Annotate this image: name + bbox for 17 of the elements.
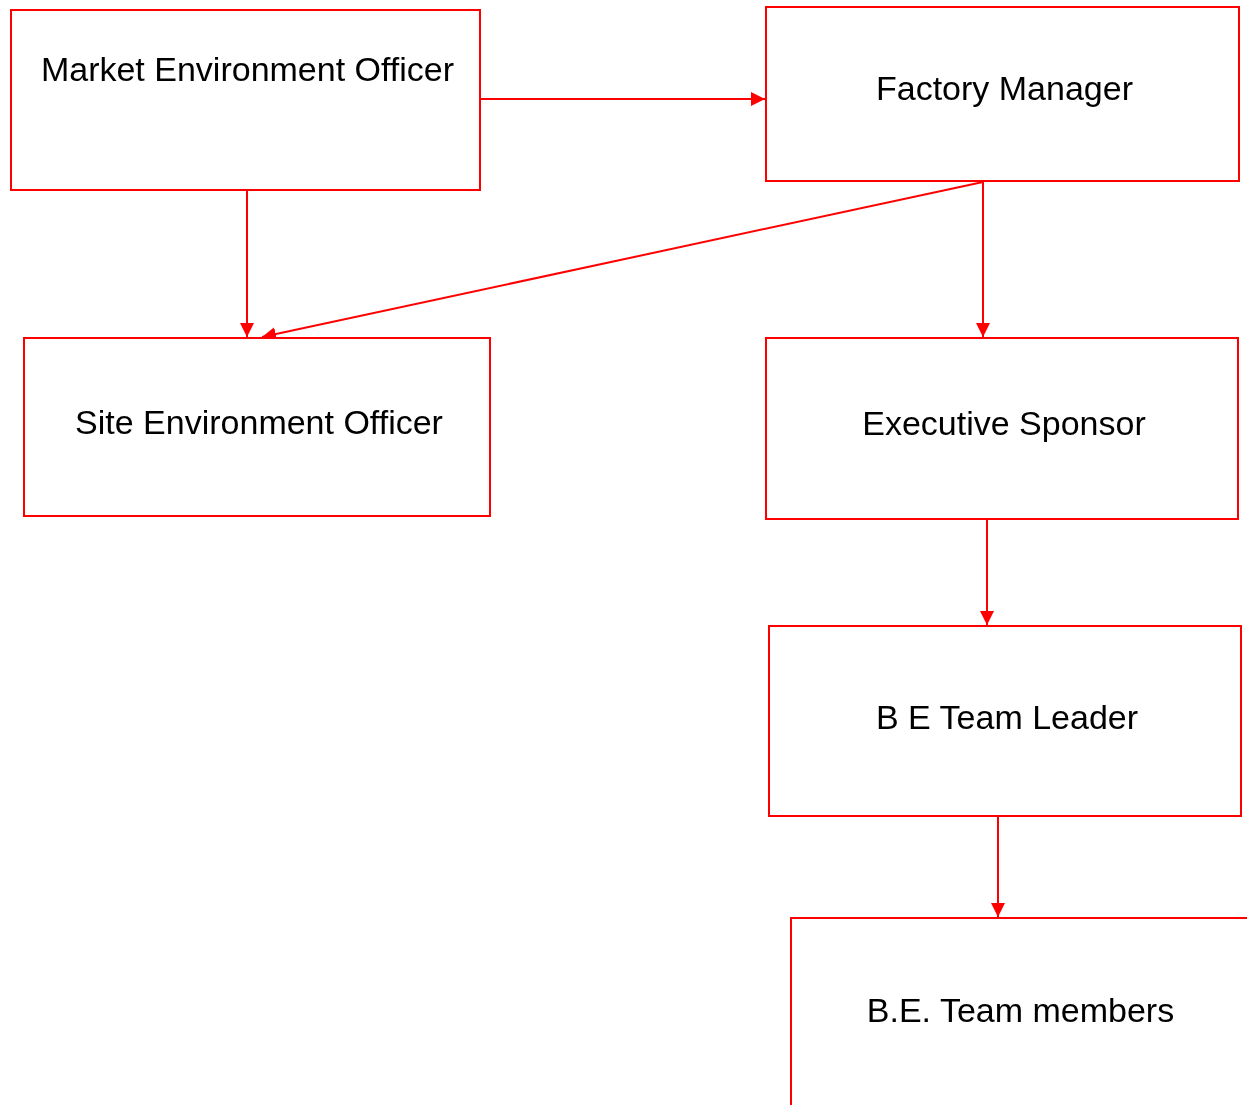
arrow: [480, 92, 766, 106]
arrow: [976, 181, 990, 338]
role-title: Market Environment Officer: [39, 49, 456, 89]
arrow: [240, 190, 254, 338]
role-box: [790, 917, 1247, 1105]
role-box: [10, 9, 481, 191]
arrow: [991, 816, 1005, 918]
role-box: [23, 337, 491, 517]
role-box: [765, 337, 1239, 520]
role-box: [768, 625, 1242, 817]
role-title: Site Environment Officer: [74, 402, 444, 442]
role-title: B E Team Leader: [874, 697, 1140, 737]
role-box: [765, 6, 1240, 182]
arrow: [980, 519, 994, 626]
role-title: B.E. Team members: [865, 990, 1176, 1030]
role-title: Factory Manager: [875, 68, 1134, 108]
role-title: Executive Sponsor: [861, 403, 1147, 443]
